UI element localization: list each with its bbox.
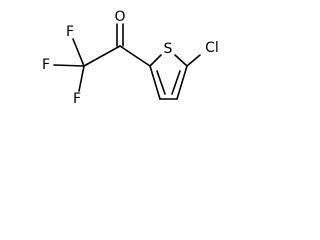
- bond-s-c5: [174, 54, 188, 67]
- bond-carbonyl-to-thiophene: [119, 45, 151, 67]
- atom-label-sulfur: S: [164, 41, 173, 57]
- bond-c3-c2: [149, 65, 161, 100]
- bond-c-f-top: [72, 38, 85, 67]
- bond-c-f-left: [53, 64, 85, 67]
- bond-c-f-bottom: [78, 65, 85, 92]
- chemical-structure-diagram: O S Cl F F F: [42, 9, 219, 107]
- bond-c5-cl: [186, 54, 201, 67]
- bond-carbonyl-to-cf3: [83, 45, 121, 67]
- bond-c2-s: [149, 54, 162, 67]
- bond-c5-c4: [176, 65, 188, 100]
- bond-c4-c5-inner: [171, 70, 181, 95]
- atom-label-fluorine-top: F: [66, 24, 74, 40]
- atom-label-fluorine-bottom: F: [73, 91, 81, 107]
- atom-label-chlorine: Cl: [205, 40, 219, 56]
- atom-label-fluorine-left: F: [42, 57, 50, 73]
- atom-label-oxygen: O: [114, 9, 125, 25]
- bond-c2-c3-inner: [156, 70, 166, 95]
